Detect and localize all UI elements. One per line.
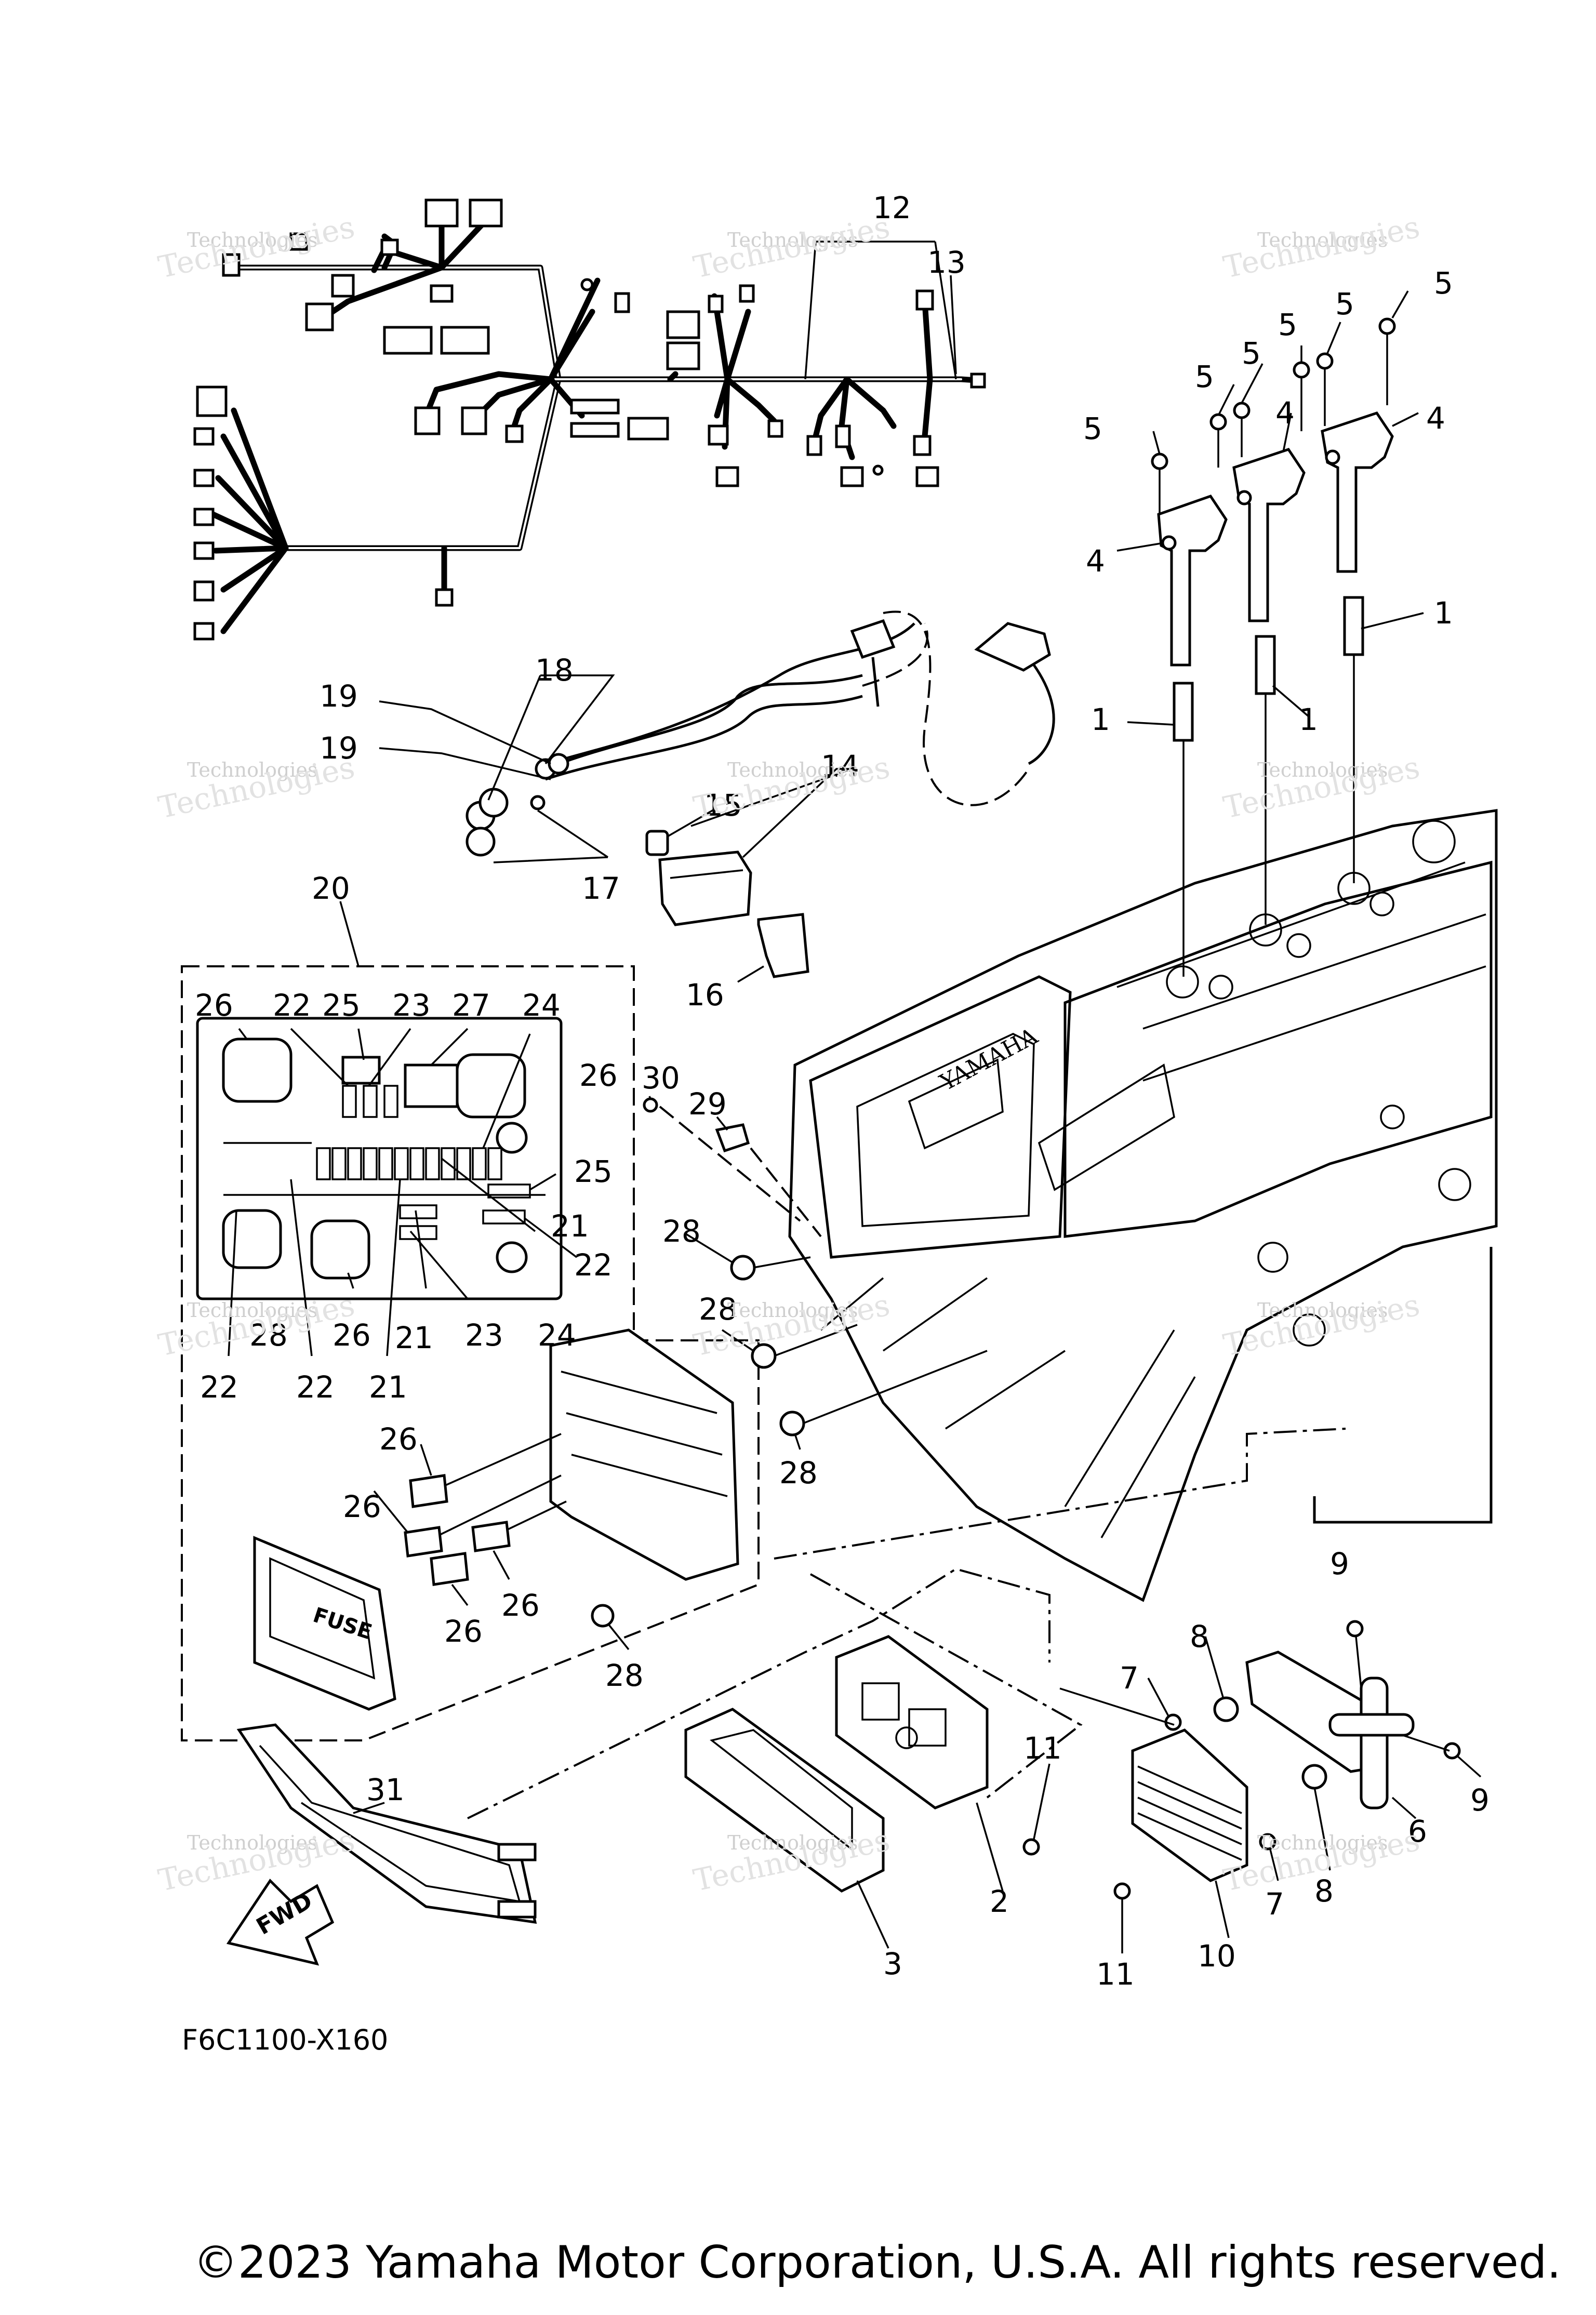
watermark-text: Technologies: [727, 229, 858, 251]
callout-label: 12: [873, 190, 911, 225]
callout-label: 5: [1083, 411, 1102, 446]
rectifier-regulator: [1022, 1247, 1493, 1900]
callout-label: 1: [1299, 702, 1318, 737]
callout-label: 18: [535, 653, 574, 688]
callout-label: 29: [688, 1086, 727, 1122]
wire-harness: [193, 198, 986, 641]
callout-label: 19: [320, 678, 358, 714]
callout-label: 4: [1426, 401, 1445, 436]
watermark-text: Technologies: [727, 1299, 858, 1322]
ecm: [236, 1428, 1346, 1924]
callout-label: 28: [662, 1214, 701, 1249]
callout-label: 28: [779, 1455, 818, 1491]
callout-label: 23: [392, 988, 431, 1023]
watermark-text: Technologies: [727, 759, 858, 781]
grommets: [643, 1097, 988, 1436]
watermark-text: Technologies: [187, 1831, 318, 1854]
callout-label: 4: [1086, 543, 1105, 579]
callout-label: 5: [1278, 307, 1297, 342]
callout-label: 9: [1470, 1782, 1489, 1818]
watermark-text: Technologies: [187, 1299, 318, 1322]
callout-label: 28: [605, 1658, 644, 1693]
callout-label: 24: [538, 1318, 576, 1353]
callout-label: 8: [1314, 1873, 1334, 1909]
diagram-code: F6C1100-X160: [182, 2024, 389, 2056]
fwd-direction-arrow: FWD: [226, 1879, 335, 1966]
callout-label: 22: [574, 1247, 613, 1283]
watermark-text: Technologies: [1257, 759, 1388, 781]
callout-label: 19: [320, 730, 358, 766]
cover-brand-text: YAMAHA: [935, 1022, 1042, 1096]
callout-label: 23: [465, 1318, 503, 1353]
watermark-text: Technologies: [187, 229, 318, 251]
callout-label: 25: [574, 1154, 613, 1189]
callout-label: 17: [582, 871, 620, 906]
callout-label: 2: [990, 1884, 1009, 1919]
watermark-text: Technologies: [1257, 1299, 1388, 1322]
engine-block: YAMAHA: [788, 809, 1498, 1602]
callout-label: 9: [1330, 1546, 1349, 1581]
ignition-coils: [1151, 317, 1396, 977]
callout-label: 5: [1195, 359, 1214, 394]
callout-label: 1: [1091, 702, 1110, 737]
callout-label: 13: [927, 245, 966, 280]
callout-label: 21: [551, 1208, 589, 1244]
callout-label: 5: [1335, 286, 1354, 322]
copyright-notice: ©2023 Yamaha Motor Corporation, U.S.A. A…: [193, 2237, 1561, 2289]
callout-label: 5: [1434, 265, 1453, 301]
callout-label: 26: [379, 1421, 418, 1457]
watermark-text: Technologies: [1220, 209, 1423, 285]
callout-label: 26: [579, 1058, 618, 1093]
callout-label: 28: [699, 1292, 737, 1327]
callout-label: 4: [1275, 395, 1295, 431]
callout-label: 27: [452, 988, 490, 1023]
callout-label: 5: [1242, 336, 1261, 371]
callout-label: 1: [1434, 595, 1453, 631]
callout-label: 11: [1096, 1957, 1135, 1992]
watermark-text: Technologies: [690, 209, 893, 285]
callout-label: 11: [1023, 1731, 1062, 1766]
callout-label: 15: [704, 788, 742, 823]
watermark-text: Technologies: [187, 759, 318, 781]
callout-label: 26: [343, 1489, 381, 1524]
callout-label: 26: [444, 1614, 483, 1649]
callout-label: 7: [1265, 1886, 1284, 1922]
callout-label: 7: [1120, 1660, 1139, 1696]
callout-numbers: 1 1 1 1 2 3 4 4 4 5 5 5 5 5 5 6 7 7 8 8 …: [195, 190, 1489, 1992]
callout-label: 22: [273, 988, 311, 1023]
callout-label: 8: [1190, 1619, 1209, 1654]
battery-cables: [466, 610, 1055, 857]
fuse-row: [316, 1147, 502, 1180]
callout-label: 26: [332, 1318, 371, 1353]
callout-label: 6: [1408, 1814, 1427, 1849]
callout-label: 21: [369, 1369, 407, 1405]
watermark-text: Technologies: [1257, 1831, 1388, 1854]
callout-label: 3: [883, 1946, 902, 1981]
callout-label: 30: [642, 1060, 680, 1096]
callout-label: 21: [395, 1320, 433, 1355]
watermark-text: Technologies: [1257, 229, 1388, 251]
callout-label: 22: [200, 1369, 238, 1405]
callout-label: 28: [249, 1318, 288, 1353]
callout-label: 22: [296, 1369, 335, 1405]
callout-label: 14: [821, 749, 859, 784]
starter-relay: [645, 830, 809, 978]
callout-label: 25: [322, 988, 361, 1023]
callout-label: 16: [686, 977, 724, 1013]
leader-lines: [228, 241, 1482, 1953]
callout-label: 20: [312, 871, 350, 906]
callout-label: 10: [1198, 1938, 1236, 1974]
callout-label: 26: [195, 988, 233, 1023]
fuse-box-detail: FUSE: [181, 965, 760, 1741]
watermark-text: Technologies: [155, 209, 358, 285]
watermark-text: Technologies: [727, 1831, 858, 1854]
callout-label: 26: [501, 1588, 540, 1623]
callout-label: 24: [522, 988, 561, 1023]
callout-label: 31: [366, 1772, 405, 1807]
